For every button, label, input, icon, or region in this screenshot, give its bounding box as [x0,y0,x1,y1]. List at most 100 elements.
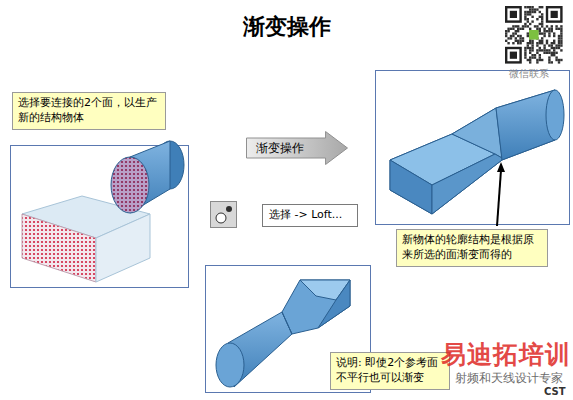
qr-finder [510,52,517,59]
qr-cell [558,37,560,39]
qr-cell [527,47,529,49]
qr-cell [560,30,562,32]
qr-cell [558,61,560,63]
qr-cell [527,25,529,27]
watermark: 易迪拓培训 [441,338,571,371]
qr-cell [560,25,562,27]
qr-code [503,4,565,66]
qr-cell [527,32,529,34]
leader-line [497,170,501,226]
qr-cell [548,44,550,46]
qr-cell [517,30,519,32]
qr-cell [558,40,560,42]
qr-finder [551,11,558,18]
qr-cell [524,18,526,20]
node-text: 选择 -> Loft... [269,208,351,223]
qr-cell [531,44,533,46]
qr-cell [529,52,531,54]
qr-cell [529,40,531,42]
qr-cell [510,35,512,37]
qr-cell [536,49,538,51]
node-text: 新物体的轮廓结构是根据原来所选的面渐变而得的 [402,233,542,263]
qr-cell [527,11,529,13]
qr-cell [551,30,553,32]
qr-cell [505,40,507,42]
qr-finder [505,47,522,64]
qr-cell [555,56,557,58]
qr-cell [519,40,521,42]
qr-cell [524,56,526,58]
qr-cell [560,35,562,37]
qr-cell [534,8,536,10]
qr-cell [536,61,538,63]
qr-cell [524,54,526,56]
qr-cell [505,32,507,34]
qr-cell [560,42,562,44]
qr-cell [529,13,531,15]
qr-cell [555,59,557,61]
qr-cell [541,25,543,27]
qr-cell [524,23,526,25]
qr-cell [543,30,545,32]
qr-cell [553,47,555,49]
node-text: 选择要连接的2个面，以生产新的结构物体 [18,96,160,126]
qr-cell [551,42,553,44]
leader-head [497,162,505,172]
qr-cell [541,49,543,51]
qr-cell [543,49,545,51]
qr-cell [529,59,531,61]
qr-cell [534,11,536,13]
qr-cell [539,49,541,51]
callout-box: 新物体的轮廓结构是根据原来所选的面渐变而得的 [396,229,548,267]
qr-cell [560,44,562,46]
qr-cell [541,6,543,8]
qr-cell [505,35,507,37]
loft-icon [211,202,237,228]
qr-cell [553,54,555,56]
qr-cell [555,47,557,49]
qr-cell [543,32,545,34]
qr-caption: 微信联系 [509,67,549,81]
node-text: 渐变操作 [256,140,304,157]
node-text: 说明: 即使2个参考面不平行也可以渐变 [336,356,444,386]
qr-cell [529,28,531,30]
qr-cell [529,42,531,44]
qr-cell [529,23,531,25]
qr-cell [548,28,550,30]
qr-cell [558,42,560,44]
qr-cell [551,52,553,54]
qr-finder [505,6,522,23]
qr-cell [507,42,509,44]
qr-cell [536,59,538,61]
qr-finder [507,8,519,20]
qr-cell [548,49,550,51]
qr-logo [529,30,539,40]
qr-cell [543,44,545,46]
qr-cell [515,32,517,34]
qr-finder [548,8,560,20]
qr-cell [539,28,541,30]
qr-cell [551,25,553,27]
qr-cell [524,49,526,51]
qr-cell [558,35,560,37]
qr-cell [536,52,538,54]
qr-cell [539,47,541,49]
instruction-box: 选择要连接的2个面，以生产新的结构物体 [12,92,166,130]
qr-cell [553,42,555,44]
qr-cell [515,30,517,32]
qr-cell [515,25,517,27]
qr-cell [524,47,526,49]
qr-cell [524,11,526,13]
qr-cell [505,30,507,32]
qr-cell [534,25,536,27]
menu-box: 选择 -> Loft... [262,204,358,227]
qr-cell [512,42,514,44]
qr-cell [553,40,555,42]
qr-cell [551,61,553,63]
qr-cell [529,56,531,58]
qr-cell [551,47,553,49]
qr-cell [519,37,521,39]
qr-ground [503,4,565,66]
qr-cell [541,37,543,39]
